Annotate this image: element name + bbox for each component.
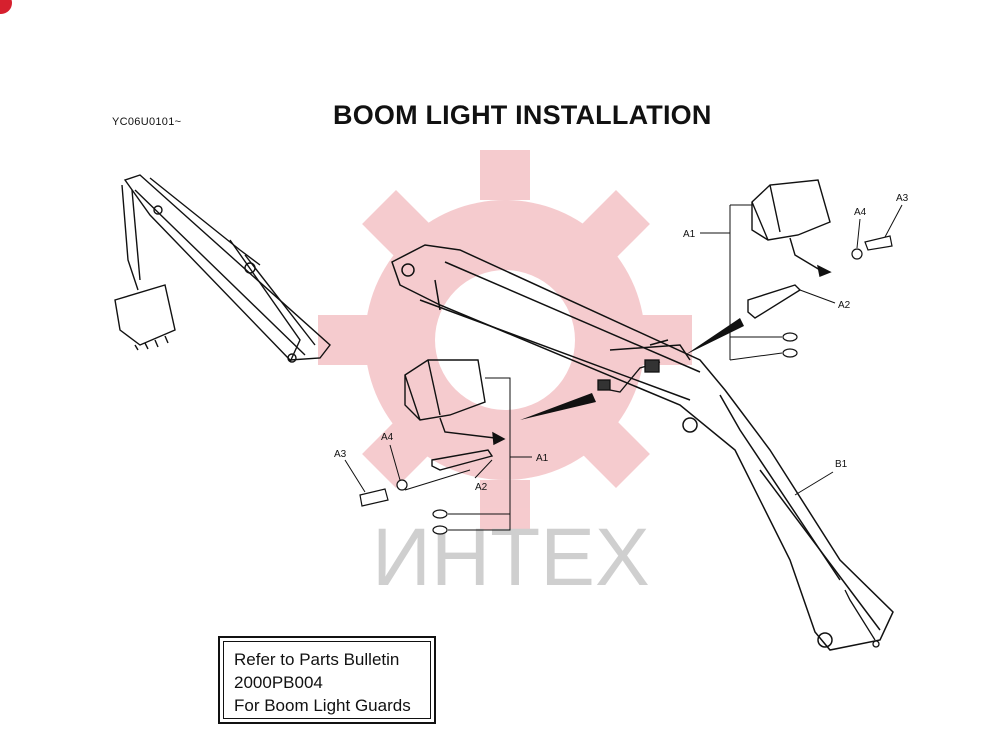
bracket-left: [431, 449, 494, 471]
callout-a3-right: A3: [896, 193, 909, 204]
bracket-right: [747, 284, 802, 319]
hardware-left: [359, 479, 448, 535]
callout-a1-left: A1: [536, 453, 549, 464]
boom-wiring: [597, 359, 880, 648]
work-light-left: [404, 359, 506, 446]
note-line-1: Refer to Parts Bulletin: [234, 650, 400, 669]
hardware-right: [782, 235, 893, 358]
callout-a2-left: A2: [475, 482, 488, 493]
boom-assembly: [391, 244, 894, 651]
leader-lines-left: [344, 377, 532, 531]
callout-a1-right: A1: [683, 229, 696, 240]
callout-a4-right: A4: [854, 207, 867, 218]
leader-lines-right: [700, 204, 903, 361]
watermark-gear-icon: [318, 150, 692, 530]
mount-arrow-right: [685, 318, 744, 355]
model-code: YC06U0101~: [112, 116, 182, 128]
callout-a3-left: A3: [334, 449, 347, 460]
callout-a2-right: A2: [838, 300, 851, 311]
callout-b1: B1: [835, 459, 848, 470]
callout-a4-left: A4: [381, 432, 394, 443]
parts-bulletin-note: Refer to Parts Bulletin 2000PB004 For Bo…: [218, 636, 436, 724]
corner-marker: [0, 0, 12, 14]
note-line-3: For Boom Light Guards: [234, 696, 411, 715]
note-line-2: 2000PB004: [234, 673, 323, 692]
page-title: BOOM LIGHT INSTALLATION: [333, 100, 712, 130]
mount-arrow-left: [520, 393, 596, 420]
leader-b1: [794, 471, 834, 496]
work-light-right: [751, 179, 832, 277]
watermark-text: ИНТЕХ: [372, 512, 650, 603]
excavator-arm-overview: [114, 174, 331, 363]
